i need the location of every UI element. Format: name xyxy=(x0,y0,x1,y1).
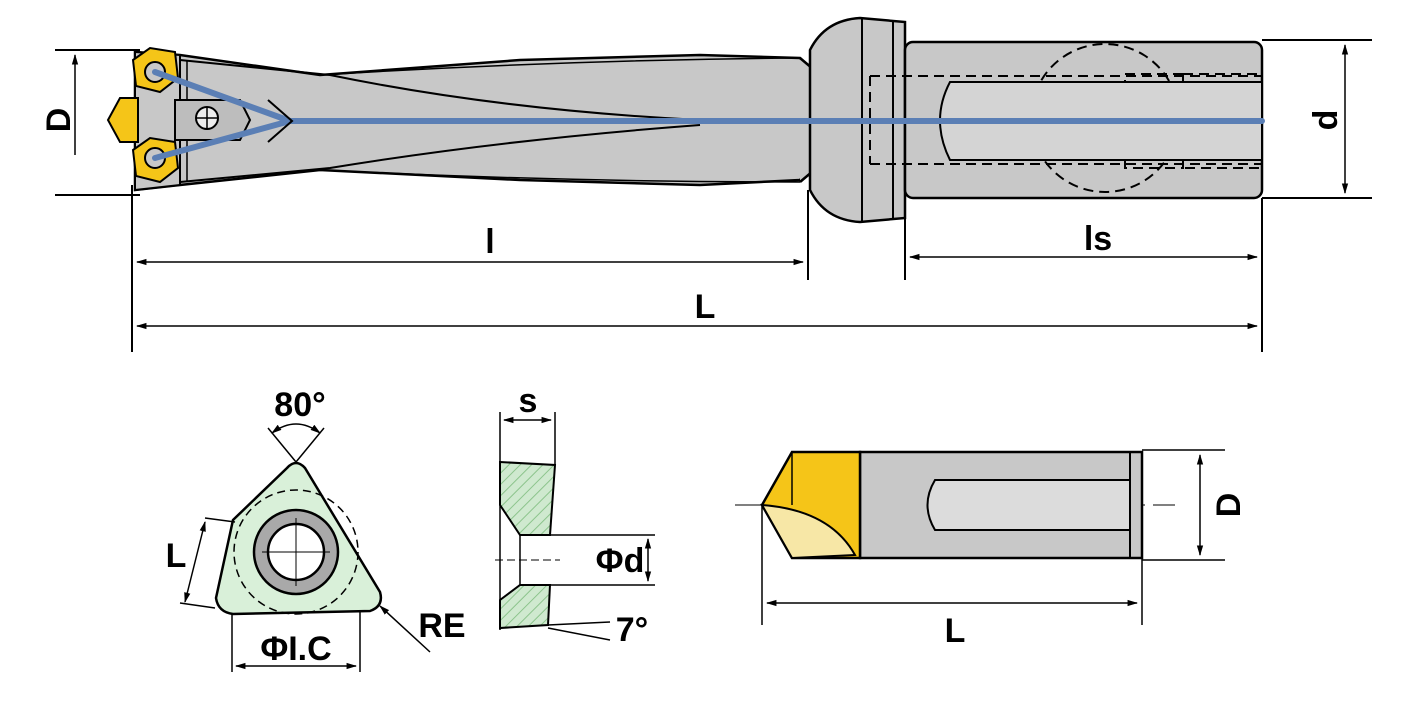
drill-dim-L: L xyxy=(695,288,716,326)
section-upper-half xyxy=(499,460,557,536)
center-drill-dim-D: D xyxy=(1210,493,1248,518)
coolant-channels xyxy=(152,69,1265,161)
insert-side-L: L xyxy=(166,537,187,575)
section-angle: 7° xyxy=(616,611,649,649)
drill-dim-D: D xyxy=(40,108,78,133)
section-lower-half xyxy=(499,584,552,630)
insert-section-view: s Φd 7° xyxy=(495,382,655,649)
insert-re: RE xyxy=(418,607,465,645)
drill-dim-l: l xyxy=(485,223,494,261)
trigon-insert-view: 80° L ΦI.C RE xyxy=(166,386,466,672)
indexable-drill-view: D d l ls L xyxy=(40,16,1372,352)
drill-dim-ls: ls xyxy=(1084,220,1112,258)
insert-angle: 80° xyxy=(274,386,325,424)
insert-center xyxy=(106,97,139,143)
drill-dim-d: d xyxy=(1307,110,1345,131)
center-drill-view: D L xyxy=(735,449,1248,650)
insert-ic: ΦI.C xyxy=(260,630,331,668)
section-s: s xyxy=(519,382,538,420)
section-phi-d: Φd xyxy=(596,542,645,580)
center-drill-dim-L: L xyxy=(945,612,966,650)
